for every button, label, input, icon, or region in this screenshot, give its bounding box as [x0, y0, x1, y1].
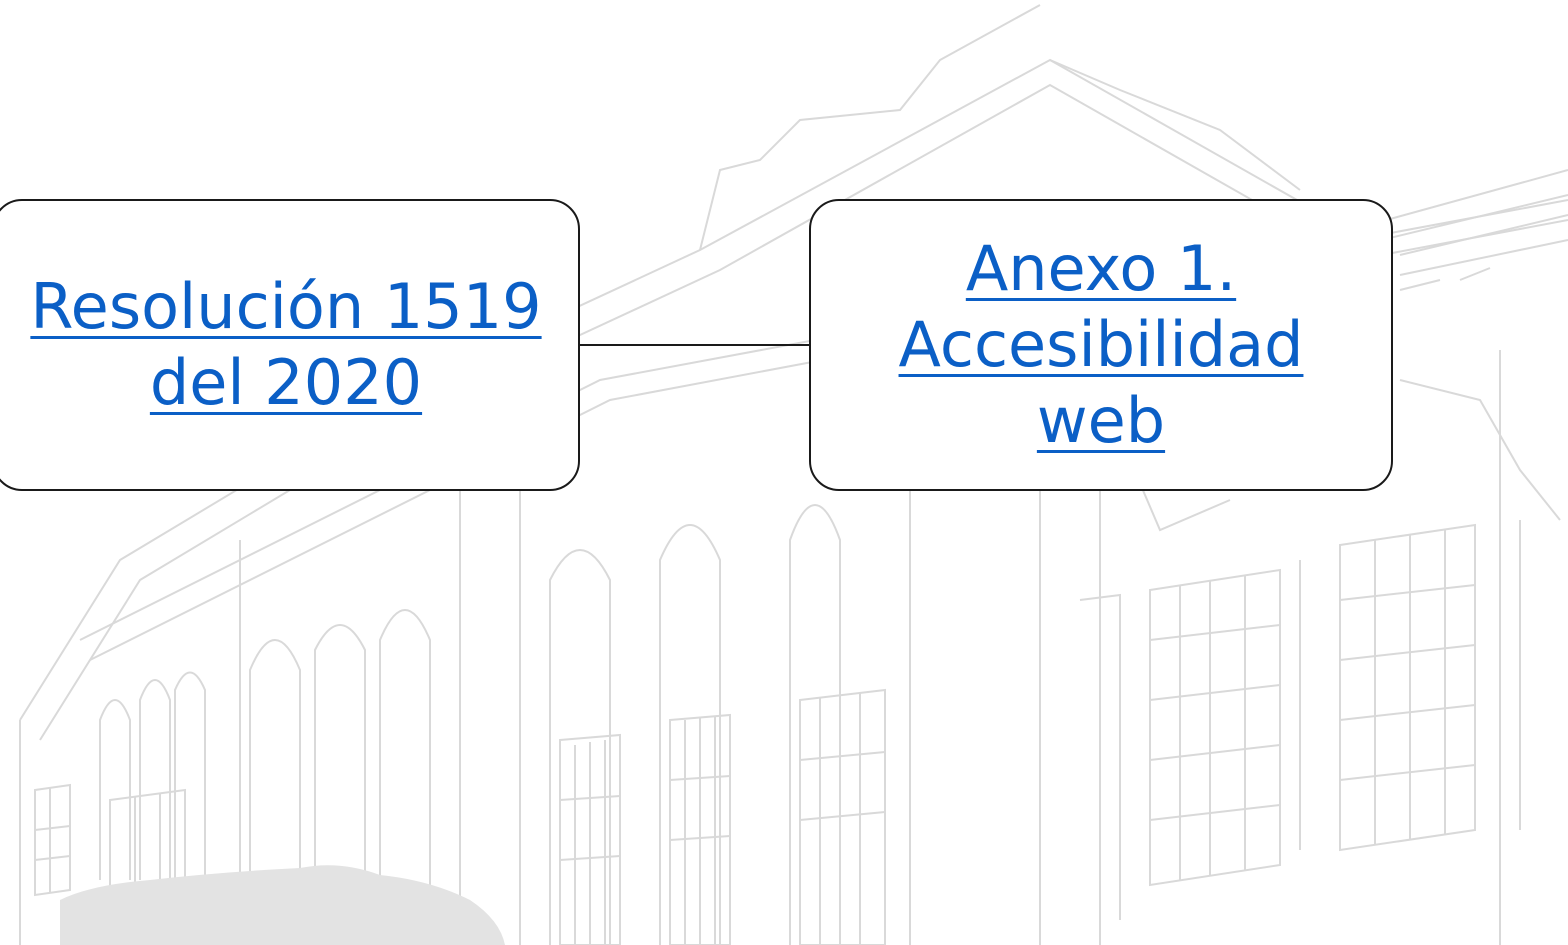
node-anexo: Anexo 1. Accesibilidad web: [809, 199, 1393, 491]
resolucion-link[interactable]: Resolución 1519 del 2020: [30, 269, 541, 421]
anexo-link[interactable]: Anexo 1. Accesibilidad web: [899, 231, 1304, 459]
anexo-link-line-3: web: [1036, 384, 1166, 457]
connector-line: [578, 344, 811, 346]
anexo-link-line-1: Anexo 1.: [965, 232, 1237, 305]
resolucion-link-line-1: Resolución 1519: [30, 270, 542, 343]
anexo-link-line-2: Accesibilidad: [898, 308, 1304, 381]
node-resolucion: Resolución 1519 del 2020: [0, 199, 580, 491]
resolucion-link-line-2: del 2020: [149, 346, 423, 419]
